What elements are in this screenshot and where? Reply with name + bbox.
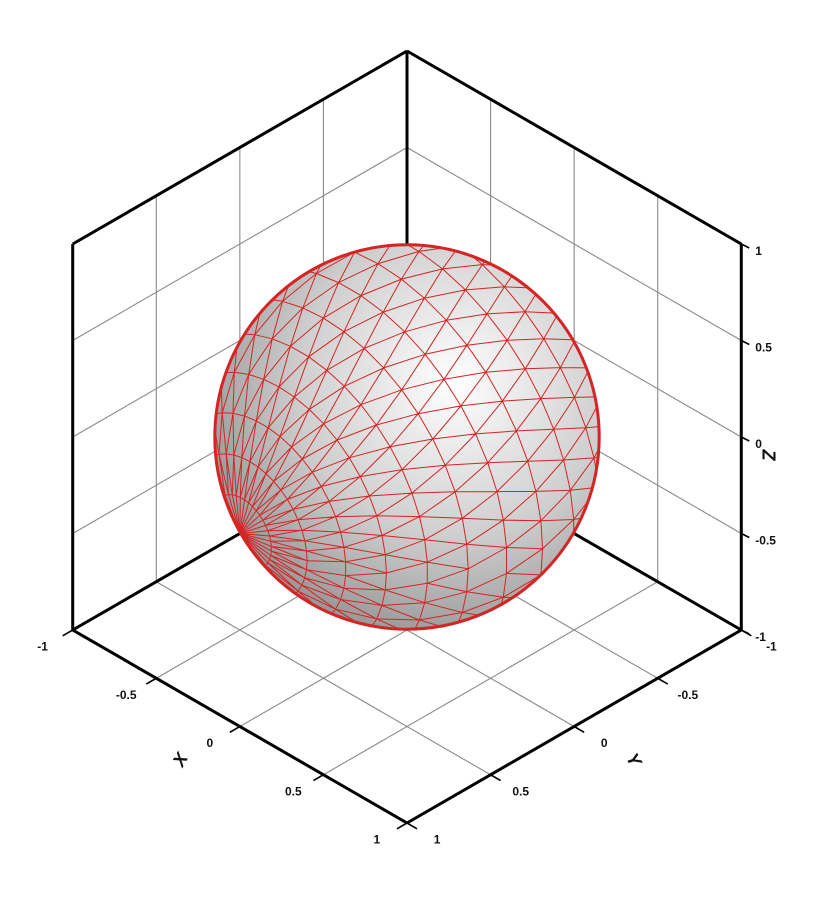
z-axis-tick [740, 436, 750, 442]
y-tick-label: -0.5 [677, 688, 698, 702]
y-axis-tick [657, 677, 669, 685]
z-tick-label: 1 [755, 244, 762, 258]
sphere-surface [213, 243, 601, 631]
y-tick-label: -1 [766, 640, 777, 654]
axis-ticks: -1 -0.5 0 0.5 1 -1 -0.5 0 0.5 1 -1 -0.5 0 0.5 1 [37, 243, 777, 847]
z-axis-tick [740, 339, 750, 346]
wall-grid-line [72, 147, 408, 341]
x-tick-label: 1 [374, 833, 381, 847]
z-tick-label: 0 [755, 437, 762, 451]
y-axis-tick [406, 822, 418, 830]
wall-grid-line [406, 147, 742, 341]
x-axis-tick [145, 677, 157, 685]
x-axis-tick [229, 725, 241, 733]
x-axis-tick [396, 822, 408, 830]
y-axis-title: Y [622, 749, 646, 771]
floor-grid-line [156, 581, 491, 776]
z-axis-tick [740, 629, 750, 635]
x-axis-tick [62, 629, 74, 637]
x-tick-label: -0.5 [116, 688, 137, 702]
frame-edge [406, 49, 743, 246]
x-axis-title: X [168, 749, 192, 771]
z-tick-label: -1 [755, 630, 766, 644]
sphere-outline [213, 243, 601, 631]
y-tick-label: 0 [601, 736, 608, 750]
floor-grid-line [323, 581, 658, 776]
y-axis-tick [573, 725, 585, 733]
y-tick-label: 0.5 [512, 784, 529, 798]
z-tick-label: -0.5 [755, 534, 776, 548]
z-axis-tick [740, 243, 750, 249]
x-tick-label: 0.5 [285, 784, 302, 798]
x-tick-label: -1 [37, 640, 48, 654]
x-axis-tick [312, 774, 324, 782]
z-axis-title: Z [759, 449, 779, 462]
z-tick-label: 0.5 [755, 341, 772, 355]
x-tick-label: 0 [206, 736, 213, 750]
z-axis-tick [740, 532, 750, 539]
frame-edge [71, 49, 408, 246]
y-axis-tick [490, 774, 502, 782]
y-tick-label: 1 [434, 833, 441, 847]
